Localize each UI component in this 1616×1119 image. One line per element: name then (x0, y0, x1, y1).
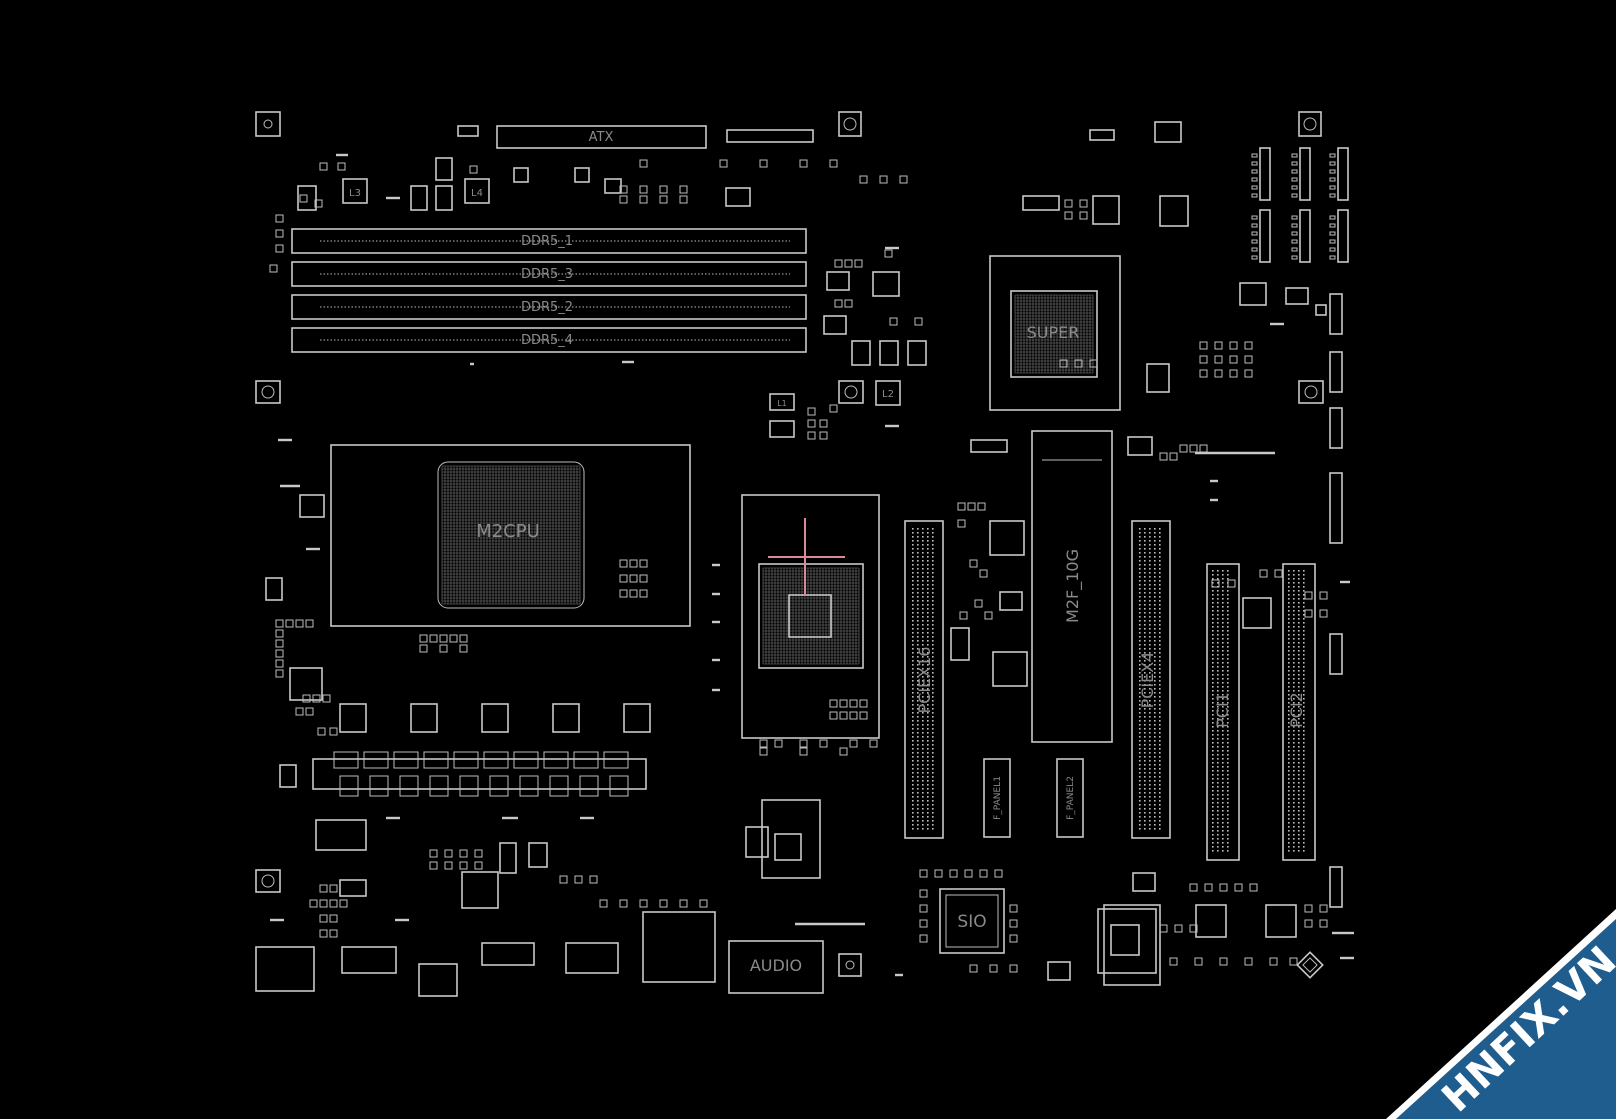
inductor-label: L3 (349, 188, 361, 199)
inductor-label: L2 (882, 389, 894, 400)
inductor-label: L1 (777, 399, 787, 408)
audio-label: AUDIO (750, 956, 802, 975)
dimm-slot-2: DDR5_2 (291, 294, 807, 320)
atx-connector[interactable]: ATX (457, 125, 814, 149)
m2cpu-slot[interactable]: M2CPU (330, 444, 691, 627)
pci2-slot: PCI2 (1282, 563, 1316, 861)
m2cpu-label: M2CPU (476, 521, 540, 542)
ddr-slot-label: DDR5_3 (521, 267, 573, 282)
m2f-label: M2F_10G (1063, 549, 1083, 623)
pch-pin-grid (1014, 294, 1094, 374)
m2cpu-pin-grid (441, 465, 581, 605)
dimm-slot-3: DDR5_3 (291, 261, 807, 287)
ddr-slot-label: DDR5_4 (521, 333, 573, 348)
pch-label: SUPER (1027, 323, 1080, 342)
right-edge-headers[interactable] (1251, 147, 1349, 263)
sio-label: SIO (957, 912, 986, 932)
pci1-slot: PCI1 (1206, 563, 1240, 861)
pciex4-label: PCIEX4 (1138, 652, 1157, 709)
pciex4-slot: PCIEX4 (1131, 520, 1171, 839)
pch-chip[interactable]: SUPER (989, 255, 1121, 411)
fpanel-label: F_PANEL2 (1066, 776, 1076, 820)
front-panel-headers[interactable]: F_PANEL1 F_PANEL2 (983, 758, 1084, 838)
atx-label: ATX (589, 130, 614, 145)
fiducial-diamond (1296, 951, 1324, 979)
ddr-slot-label: DDR5_1 (521, 234, 573, 249)
sio-chip[interactable]: SIO (939, 888, 1005, 954)
pciex16-label: PCIEX16 (915, 647, 934, 714)
pci1-label: PCI1 (1213, 692, 1232, 728)
dimm-slot-4: DDR5_4 (291, 327, 807, 353)
inductors-top[interactable]: L3 L4 L2 L1 (297, 157, 901, 438)
vrm-section (312, 703, 651, 797)
rear-io[interactable]: AUDIO (255, 819, 1161, 997)
inductor-label: L4 (471, 188, 483, 199)
cpu-socket[interactable] (741, 494, 880, 739)
expansion-slots[interactable]: PCIEX16 PCIEX4 PCI1 PCI2 (904, 520, 1316, 861)
dimm-slots[interactable]: DDR5_1 DDR5_3 DDR5_2 DDR5_4 (291, 228, 807, 353)
misc-components (265, 121, 1354, 981)
mounting-holes (255, 111, 1324, 977)
m2f-slot[interactable]: M2F_10G (1031, 430, 1113, 743)
fpanel-label: F_PANEL1 (993, 776, 1003, 820)
ddr-slot-label: DDR5_2 (521, 300, 573, 315)
pci2-label: PCI2 (1287, 692, 1306, 728)
cpu-pin-grid (762, 567, 860, 665)
pciex16-slot: PCIEX16 (904, 520, 944, 839)
dimm-slot-1: DDR5_1 (291, 228, 807, 254)
